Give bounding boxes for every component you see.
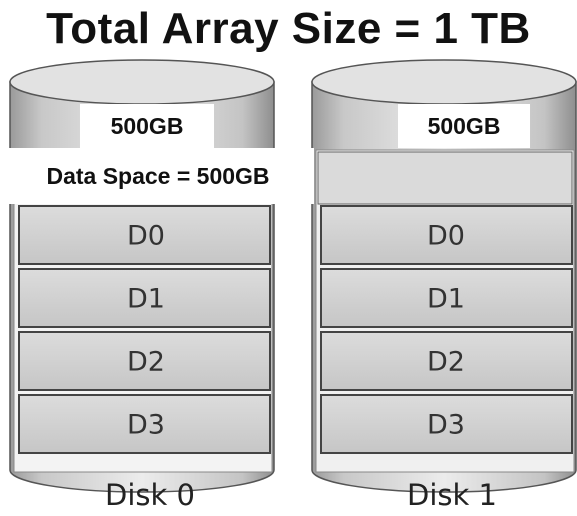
- diagram-title: Total Array Size = 1 TB: [46, 4, 531, 53]
- data-space-label: Data Space = 500GB: [2, 148, 314, 204]
- disk-0-size-label: 500GB: [80, 104, 214, 148]
- disk-1-size-label: 500GB: [398, 104, 530, 148]
- disk-1-blocks: [320, 205, 573, 454]
- disk-1-name: Disk 1: [407, 478, 497, 512]
- disk-0-block-d2: [18, 331, 271, 391]
- disk-0-block-d0: [18, 205, 271, 265]
- disk-1-block-d3: [320, 394, 573, 454]
- disk-1-block-d0: [320, 205, 573, 265]
- disk-0-name: Disk 0: [105, 478, 195, 512]
- disk-0-blocks: [18, 205, 271, 454]
- disk-0-block-d3: [18, 394, 271, 454]
- disk-1-block-d2: [320, 331, 573, 391]
- disk-1-block-d1: [320, 268, 573, 328]
- disk-0-block-d1: [18, 268, 271, 328]
